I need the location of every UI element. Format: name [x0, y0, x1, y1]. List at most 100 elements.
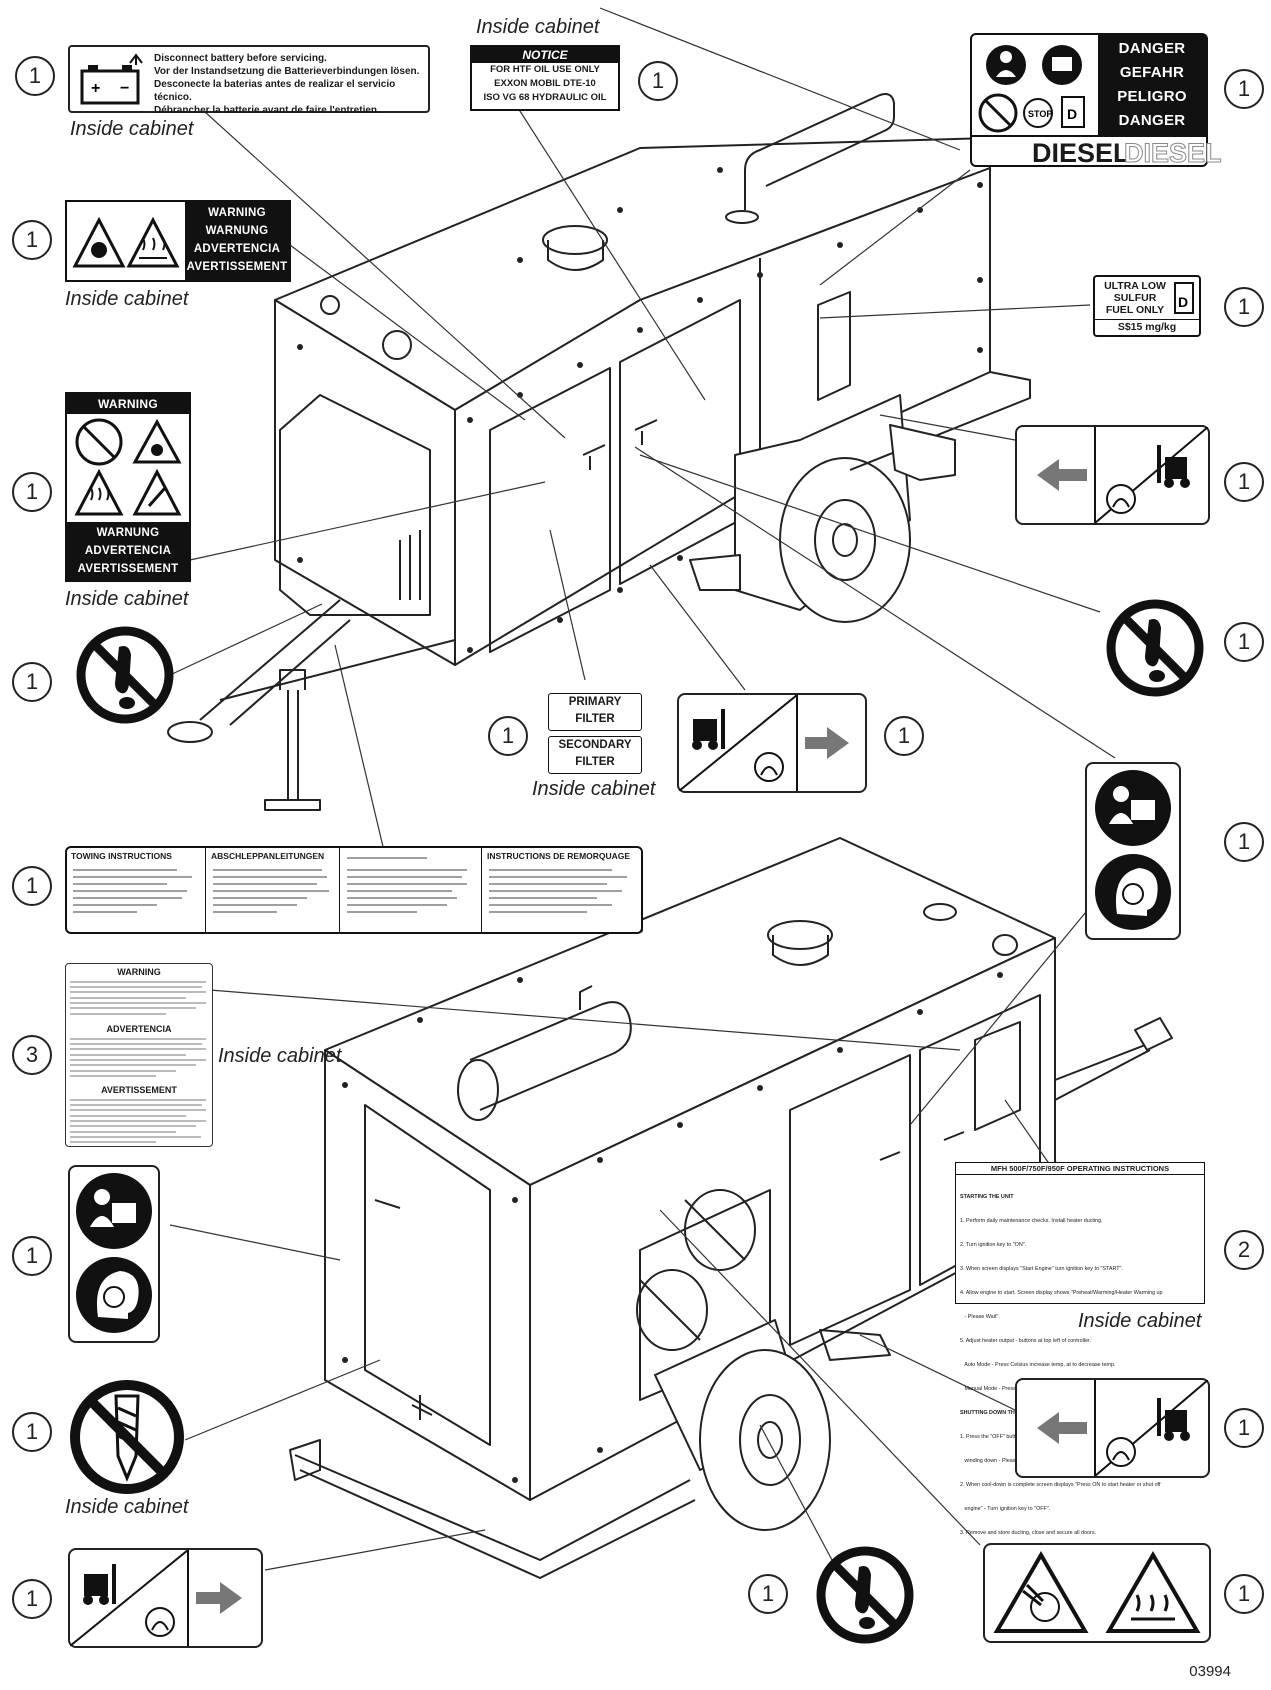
ulsd-footer: S$15 mg/kg	[1095, 319, 1199, 335]
operating-line-2: 1. Perform daily maintenance checks. Ins…	[960, 1218, 1103, 1224]
figure-number: 03994	[1189, 1663, 1231, 1680]
qty-no-step-left: 1	[12, 662, 52, 702]
diesel-label: DIESEL	[1032, 138, 1130, 168]
operating-line-7: 5. Adjust heater output - buttons at top…	[960, 1338, 1091, 1344]
qty-read-manual-left: 1	[12, 1236, 52, 1276]
read-manual-hearing-icons	[1095, 770, 1171, 930]
moving-parts-hot-surface-icons	[72, 216, 180, 268]
towing-col1-title: TOWING INSTRUCTIONS	[71, 851, 172, 861]
primary-filter-decal: PRIMARY FILTER	[548, 693, 642, 731]
battery-icon: + −	[80, 53, 143, 105]
operating-line-14: engine" - Turn ignition key to "OFF".	[960, 1506, 1051, 1512]
battery-line-3: Desconecte la baterias antes de realizar…	[154, 79, 396, 103]
qty-danger-diesel: 1	[1224, 69, 1264, 109]
top-heater-unit	[167, 93, 1031, 811]
qty-warning-hot: 1	[12, 220, 52, 260]
notice-line-2: EXXON MOBIL DTE-10	[494, 78, 596, 89]
warning-text-decal: WARNING ADVERTENCIA AVERTISSEMENT	[65, 963, 213, 1147]
forklift-arrow-right-icon	[678, 694, 849, 792]
primary-filter-line-2: FILTER	[575, 713, 615, 725]
warning-group-footer-3: AVERTISSEMENT	[77, 563, 179, 575]
danger-line-3: PELIGRO	[1117, 88, 1187, 105]
no-step-icon-right	[1106, 599, 1204, 697]
caption-filter: Inside cabinet	[532, 778, 656, 800]
secondary-filter-line-1: SECONDARY	[558, 739, 632, 751]
qty-battery: 1	[15, 56, 55, 96]
warning-text-header-3: AVERTISSEMENT	[101, 1085, 177, 1095]
notice-line-3: ISO VG 68 HYDRAULIC OIL	[483, 92, 607, 103]
qty-no-drill: 1	[12, 1412, 52, 1452]
read-manual-hearing-icons-left	[76, 1173, 152, 1333]
bottom-heater-unit	[289, 837, 1173, 1579]
qty-no-step-right: 1	[1224, 622, 1264, 662]
caption-operating: Inside cabinet	[1078, 1310, 1202, 1332]
ulsd-line-1: ULTRA LOW	[1104, 280, 1166, 292]
warning-hot-line-1: WARNING	[208, 207, 266, 219]
battery-line-1: Disconnect battery before servicing.	[154, 53, 327, 64]
qty-ulsd: 1	[1224, 287, 1264, 327]
fire-hazard-icons: STOP D	[978, 45, 1085, 133]
towing-instructions-decal: TOWING INSTRUCTIONS ABSCHLEPPANLEITUNGEN…	[65, 846, 643, 934]
svg-text:+: +	[91, 80, 100, 97]
safety-pictograms	[74, 418, 182, 516]
caption-notice: Inside cabinet	[476, 16, 600, 38]
operating-line-3: 2. Turn ignition key to "ON".	[960, 1242, 1027, 1248]
operating-line-5: 4. Allow engine to start. Screen display…	[960, 1290, 1163, 1296]
operating-line-8: Auto Mode - Press Celsius increase temp,…	[960, 1362, 1116, 1368]
no-drill-icon	[70, 1380, 184, 1494]
warning-text-header-2: ADVERTENCIA	[106, 1024, 172, 1034]
qty-read-manual-right: 1	[1224, 822, 1264, 862]
towing-col4-title: INSTRUCTIONS DE REMORQUAGE	[487, 851, 631, 861]
forklift-arrow-right-icon-bottom	[69, 1549, 242, 1647]
no-step-icon-left	[76, 626, 174, 724]
caption-warning-group: Inside cabinet	[65, 588, 189, 610]
forklift-arrow-left-icon-bottom	[1037, 1379, 1209, 1477]
warning-group-footer-1: WARNUNG	[96, 527, 160, 539]
towing-col2-title: ABSCHLEPPANLEITUNGEN	[211, 851, 325, 861]
warning-hot-line-2: WARNUNG	[205, 225, 269, 237]
qty-forklift-center: 1	[884, 716, 924, 756]
warning-hot-line-4: AVERTISSEMENT	[186, 261, 288, 273]
towing-fine-print	[73, 857, 627, 913]
operating-line-6: - Please Wait".	[960, 1314, 1000, 1320]
primary-filter-line-1: PRIMARY	[568, 696, 622, 708]
qty-forklift-left-bottom: 1	[12, 1579, 52, 1619]
battery-line-2: Vor der Instandsetzung die Batterieverbi…	[154, 66, 420, 77]
forklift-decal-right-top	[1015, 425, 1210, 525]
danger-diesel-decal: STOP D DANGER GEFAHR PELIGRO DANGER DIES…	[970, 33, 1222, 169]
qty-operating: 2	[1224, 1230, 1264, 1270]
operating-line-15: 3. Remove and store ducting, close and s…	[960, 1530, 1097, 1536]
svg-text:D: D	[1178, 294, 1188, 310]
secondary-filter-decal: SECONDARY FILTER	[548, 736, 642, 774]
leader-lines	[169, 7, 1116, 1576]
svg-text:D: D	[1067, 106, 1077, 122]
warning-hot-decal: WARNING WARNUNG ADVERTENCIA AVERTISSEMEN…	[65, 200, 291, 282]
operating-title: MFH 500F/750F/950F OPERATING INSTRUCTION…	[956, 1163, 1204, 1175]
svg-text:STOP: STOP	[1028, 109, 1052, 119]
svg-text:−: −	[120, 80, 129, 97]
fan-hot-surface-decal	[983, 1543, 1211, 1643]
qty-warning-text: 3	[12, 1035, 52, 1075]
battery-decal: + − Disconnect battery before servicing.…	[68, 45, 430, 116]
read-manual-decal-right	[1085, 762, 1181, 940]
caption-warning-hot: Inside cabinet	[65, 288, 189, 310]
ulsd-line-3: FUEL ONLY	[1105, 304, 1165, 316]
caption-warning-text: Inside cabinet	[218, 1045, 342, 1067]
warning-group-header: WARNING	[67, 394, 189, 414]
warning-group-footer-2: ADVERTENCIA	[84, 545, 172, 557]
qty-filter: 1	[488, 716, 528, 756]
operating-line-4: 3. When screen displays "Start Engine" t…	[960, 1266, 1123, 1272]
warning-group-decal: WARNING WARNUNG ADVERTENCIA AVERTISSEMEN…	[65, 392, 191, 582]
notice-oil-decal: NOTICE FOR HTF OIL USE ONLY EXXON MOBIL …	[470, 45, 620, 111]
caption-battery: Inside cabinet	[70, 118, 194, 140]
notice-header: NOTICE	[472, 47, 618, 63]
read-manual-decal-left	[68, 1165, 160, 1343]
danger-line-4: DANGER	[1118, 112, 1186, 129]
qty-notice-oil: 1	[638, 61, 678, 101]
ulsd-line-2: SULFUR	[1113, 292, 1157, 304]
operating-line-13: 2. When cool-down is complete screen dis…	[960, 1482, 1161, 1488]
qty-hot-fan-bottom: 1	[1224, 1574, 1264, 1614]
warning-hot-line-3: ADVERTENCIA	[193, 243, 281, 255]
qty-warning-group: 1	[12, 472, 52, 512]
notice-line-1: FOR HTF OIL USE ONLY	[490, 64, 600, 75]
